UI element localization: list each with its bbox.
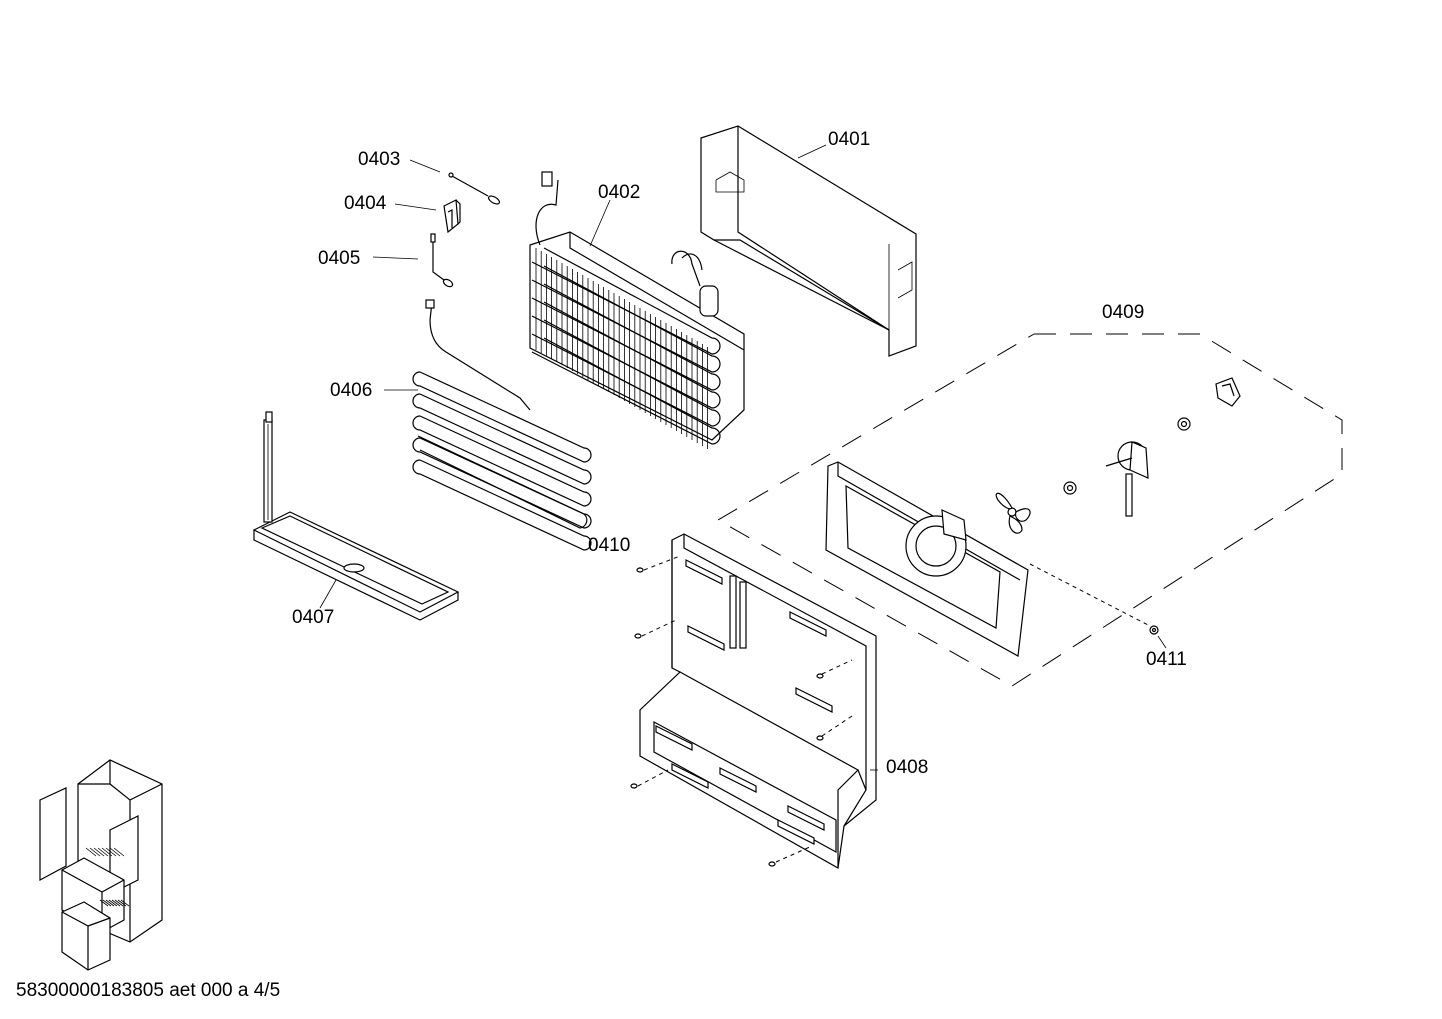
callout-0405: 0405 [318, 248, 360, 269]
callout-0403: 0403 [358, 149, 400, 170]
grommet-icon[interactable] [1063, 481, 1077, 495]
part-0406-heater-coil[interactable] [412, 299, 592, 551]
screw-set [630, 567, 824, 867]
part-0404-clip[interactable] [443, 199, 461, 234]
callout-0409: 0409 [1102, 302, 1144, 323]
grommet-icon[interactable] [1177, 417, 1191, 431]
thumbnail-hatching [85, 847, 130, 907]
heater-loops [412, 371, 592, 551]
callout-0407: 0407 [292, 607, 334, 628]
appliance-thumbnail [39, 759, 163, 971]
bracket-icon[interactable] [1215, 377, 1241, 407]
part-0401-cover-panel[interactable] [700, 125, 917, 357]
part-0411-grommet[interactable] [1149, 625, 1159, 635]
callout-0406: 0406 [330, 380, 372, 401]
part-0405-probe[interactable] [430, 233, 454, 288]
part-0407-drip-tray[interactable] [252, 411, 460, 621]
part-0403-sensor[interactable] [448, 172, 501, 206]
callout-0408: 0408 [886, 757, 928, 778]
part-fan-cover-plate[interactable] [825, 461, 1029, 657]
fan-blade-icon[interactable] [995, 492, 1031, 534]
part-0402-evaporator[interactable] [529, 171, 745, 449]
drawing-reference-number: 58300000183805 aet 000 a 4/5 [16, 980, 281, 1001]
callout-0402: 0402 [598, 182, 640, 203]
evaporator-fins [531, 247, 721, 449]
callout-0410: 0410 [588, 535, 630, 556]
panel-vent-slots [655, 559, 833, 845]
part-0409-fan-assembly-outline [716, 333, 1343, 687]
fan-motor-icon[interactable] [1105, 441, 1149, 517]
callout-0401: 0401 [828, 129, 870, 150]
part-0408-rear-panel[interactable] [639, 533, 877, 869]
callout-0411: 0411 [1146, 649, 1187, 670]
callout-0404: 0404 [344, 193, 387, 214]
